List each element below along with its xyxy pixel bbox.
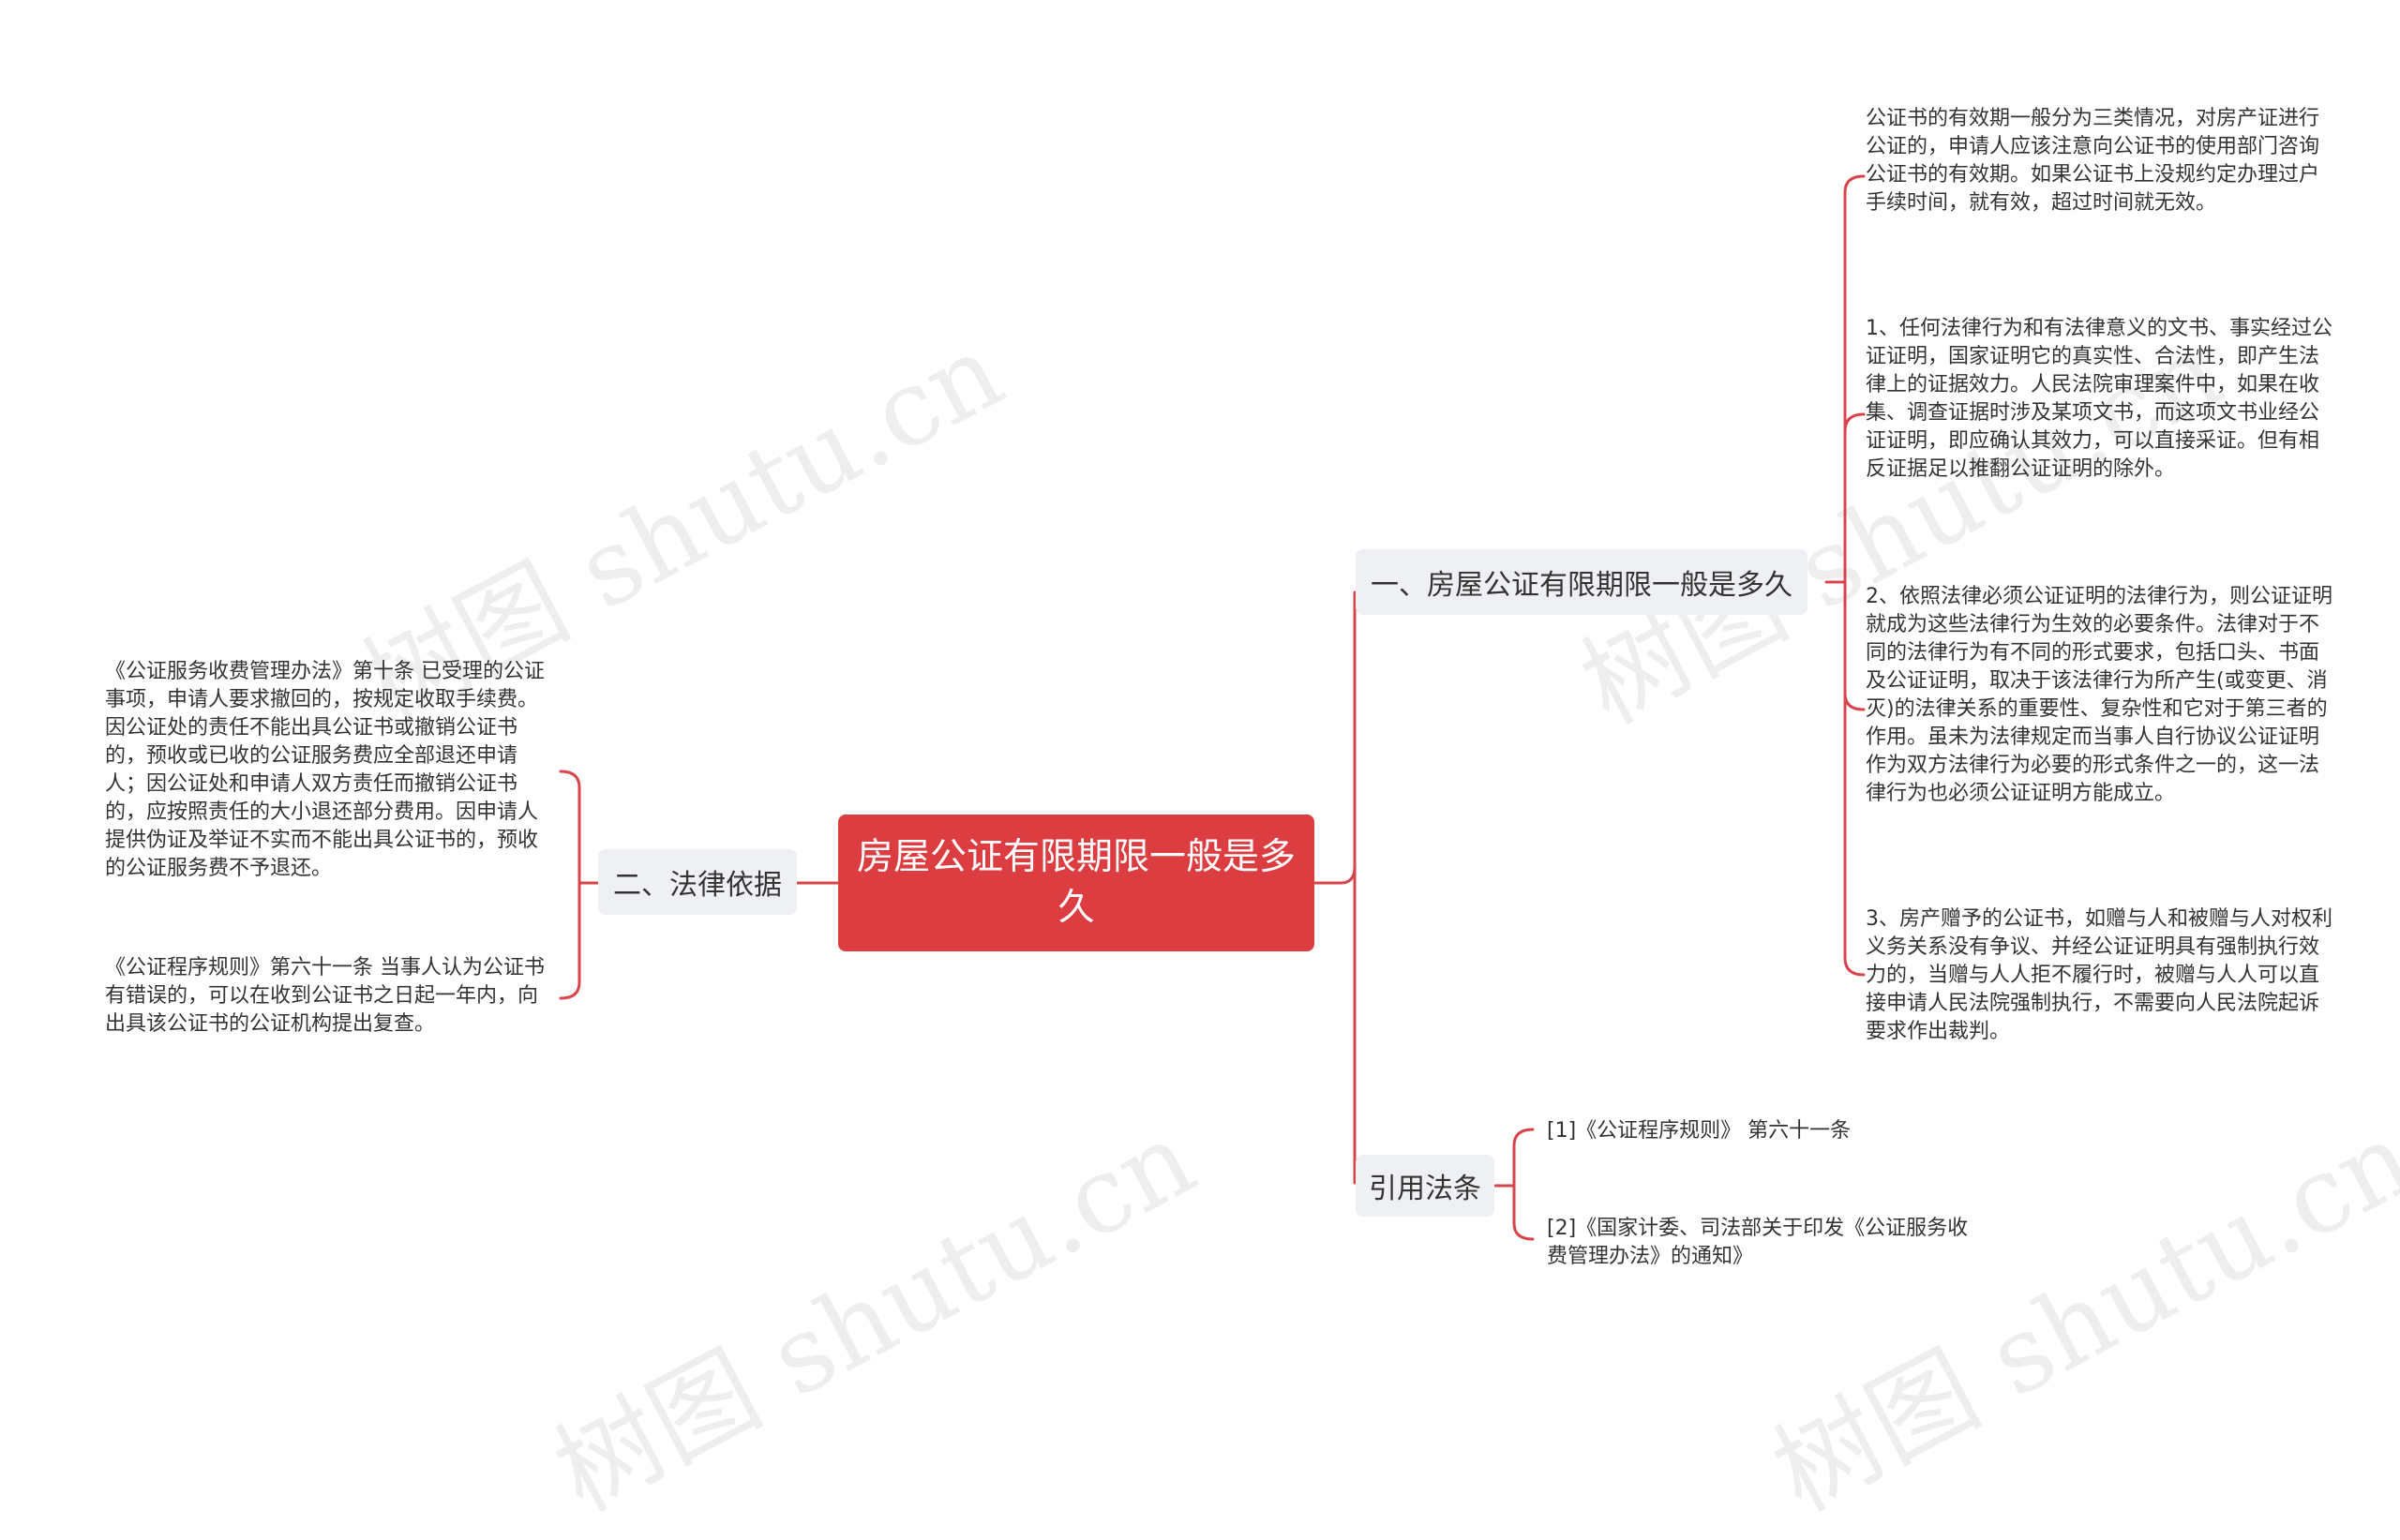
leaf-fee-regulation: 《公证服务收费管理办法》第十条 已受理的公证事项，申请人要求撤回的，按规定收取手… <box>105 660 545 880</box>
leaf-citation-2: [2]《国家计委、司法部关于印发《公证服务收费管理办法》的通知》 <box>1547 1217 1969 1268</box>
leaf-point-2: 2、依照法律必须公证证明的法律行为，则公证证明就成为这些法律行为生效的必要条件。… <box>1866 585 2332 805</box>
leaf-procedure-rule: 《公证程序规则》第六十一条 当事人认为公证书有错误的，可以在收到公证书之日起一年… <box>105 956 545 1036</box>
branch-validity-period[interactable]: 一、房屋公证有限期限一般是多久 <box>1356 549 1808 615</box>
branch-cited-laws[interactable]: 引用法条 <box>1356 1155 1494 1217</box>
edge-to-b2 <box>1353 865 1389 1188</box>
root-topic[interactable]: 房屋公证有限期限一般是多久 <box>838 815 1314 951</box>
edge-b3-leaf1 <box>559 770 581 885</box>
connector-lines <box>559 174 1866 1241</box>
edge-b3-leaf2 <box>559 881 581 1000</box>
leaf-validity-overview: 公证书的有效期一般分为三类情况，对房产证进行公证的，申请人应该注意向公证书的使用… <box>1866 107 2320 215</box>
edge-b2-leaf1 <box>1512 1128 1535 1188</box>
edge-to-b1 <box>1339 580 1389 885</box>
edge-b2-leaf2 <box>1512 1184 1535 1241</box>
branch-legal-basis[interactable]: 二、法律依据 <box>598 849 797 915</box>
leaf-point-1: 1、任何法律行为和有法律意义的文书、事实经过公证证明，国家证明它的真实性、合法性… <box>1866 317 2332 481</box>
edge-b1-leaf1 <box>1843 174 1866 584</box>
leaf-citation-1: [1]《公证程序规则》 第六十一条 <box>1547 1119 1852 1143</box>
leaf-point-3: 3、房产赠予的公证书，如赠与人和被赠与人对权利义务关系没有争议、并经公证证明具有… <box>1866 907 2332 1043</box>
edge-b1-leaf3 <box>1843 580 1866 711</box>
edge-b1-leaf2 <box>1843 412 1866 584</box>
edge-b1-leaf4 <box>1843 580 1866 977</box>
